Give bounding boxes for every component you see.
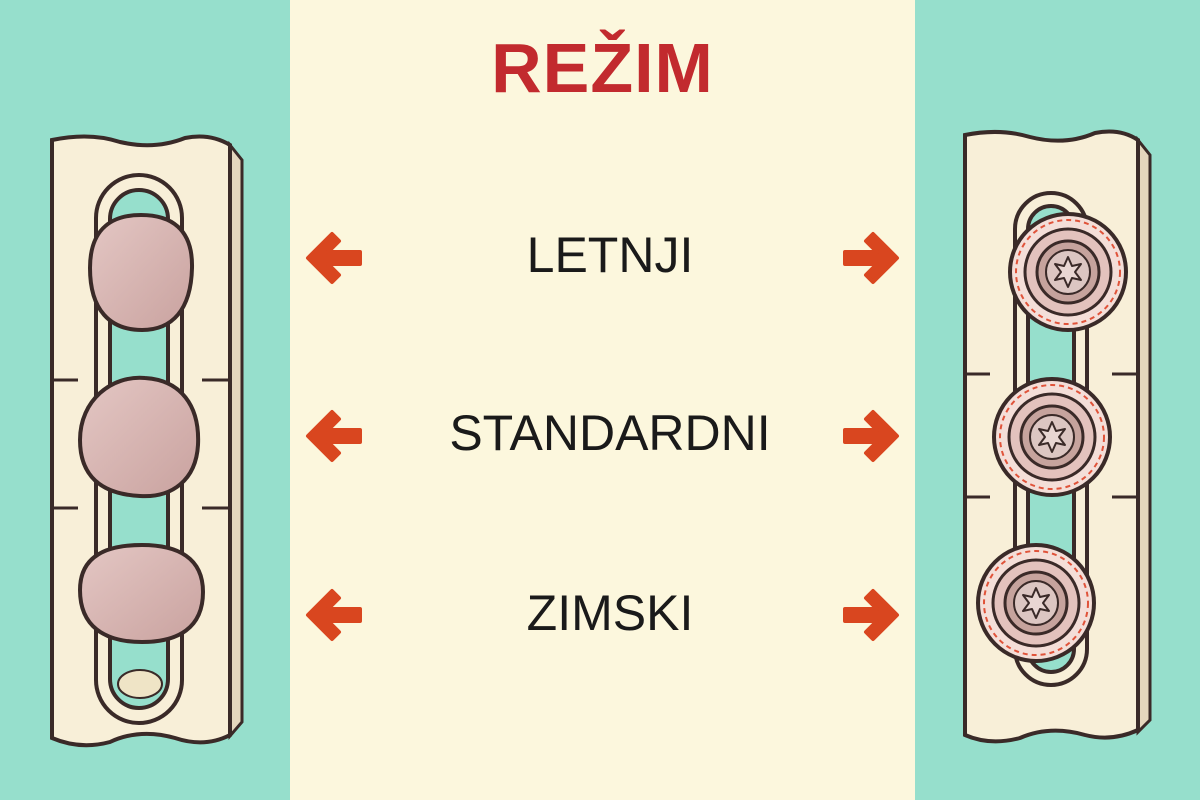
arrow-right-icon (843, 232, 899, 284)
eccentric-cam-bottom (77, 542, 206, 645)
left-fitting (50, 134, 244, 748)
roller-top (1008, 212, 1128, 332)
right-fitting (963, 129, 1152, 744)
arrow-right-icon (843, 589, 899, 641)
roller-middle (992, 377, 1112, 497)
arrow-left-icon (306, 410, 362, 462)
mode-label-summer: LETNJI (526, 227, 694, 283)
mode-label-standard: STANDARDNI (449, 405, 771, 461)
center-panel (290, 0, 915, 800)
page-title: REŽIM (491, 29, 714, 107)
eccentric-cam-top (87, 212, 195, 333)
roller-bottom (976, 543, 1096, 663)
arrow-right-icon (843, 410, 899, 462)
mode-label-winter: ZIMSKI (526, 585, 694, 641)
eccentric-cam-middle (77, 375, 201, 499)
arrow-left-icon (306, 232, 362, 284)
arrow-left-icon (306, 589, 362, 641)
